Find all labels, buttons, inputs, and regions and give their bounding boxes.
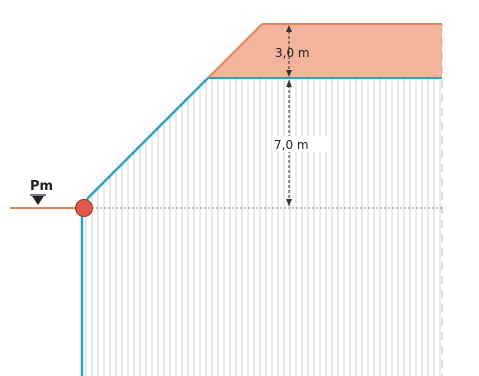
water-level-label: Pm <box>30 179 53 194</box>
dimension-arrow-head-up-2 <box>286 80 292 87</box>
dimension-arrow-head-down <box>286 70 292 77</box>
lower-label-bg <box>272 136 328 152</box>
top-layer <box>208 24 442 78</box>
top-layer-slope-edge <box>207 23 263 79</box>
lower-layer-height-label: 7,0 m <box>274 138 309 152</box>
water-level-marker <box>75 199 93 217</box>
dimension-arrow-head-up <box>286 25 292 32</box>
top-layer-height-label: 3,0 m <box>275 46 310 60</box>
dimension-arrow-head-down-2 <box>286 199 292 206</box>
lower-layer-body <box>82 78 442 376</box>
water-level-triangle-icon <box>32 196 44 205</box>
